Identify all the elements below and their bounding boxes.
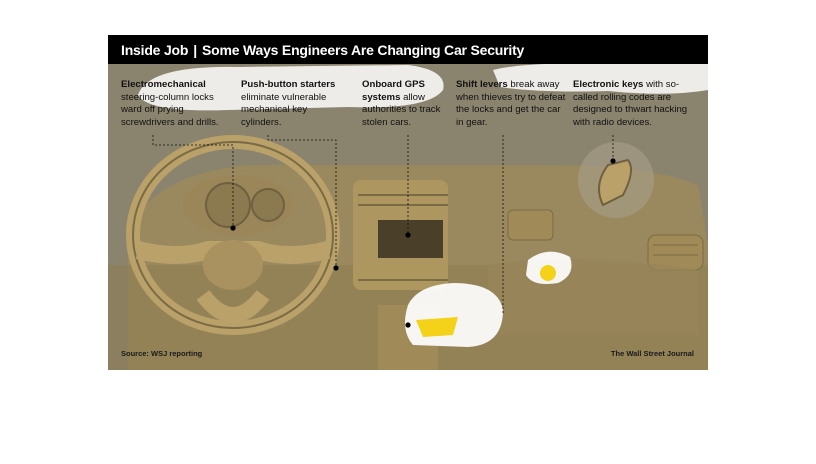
- credit-note: The Wall Street Journal: [610, 349, 694, 358]
- callout-gps: Onboard GPS systems allow authorities to…: [362, 79, 447, 129]
- dashboard-illustration: [108, 62, 708, 370]
- key-fob-icon: [578, 142, 654, 218]
- title-prefix: Inside Job: [121, 41, 189, 58]
- callout-bold: Electromechanical: [121, 79, 206, 90]
- callout-text: with so-called rolling codes are designe…: [573, 79, 688, 128]
- callout-bold: Push-button starters: [241, 79, 336, 90]
- callout-push-button: Push-button starters eliminate vulnerabl…: [241, 79, 346, 129]
- gps-screen-icon: [378, 220, 443, 258]
- callout-text: eliminate vulnerable mechanical key cyli…: [241, 91, 327, 128]
- source-note: Source: WSJ reporting: [121, 349, 203, 358]
- callout-text: break away when thieves try to defeat th…: [456, 79, 566, 128]
- callout-text: steering-column locks ward off prying sc…: [121, 91, 219, 128]
- callout-steering-lock: Electromechanical steering-column locks …: [121, 79, 233, 129]
- callout-bold: Onboard GPS systems: [362, 79, 425, 103]
- highlight-shift: [416, 317, 458, 337]
- callout-text: allow authorities to track stolen cars.: [362, 91, 441, 128]
- callout-bold: Electronic keys: [573, 79, 644, 90]
- title-separator: |: [193, 41, 197, 58]
- infographic: Inside Job | Some Ways Engineers Are Cha…: [108, 35, 708, 370]
- callout-shift-levers: Shift levers break away when thieves try…: [456, 79, 566, 129]
- callout-electronic-keys: Electronic keys with so-called rolling c…: [573, 79, 699, 129]
- title-main: Some Ways Engineers Are Changing Car Sec…: [201, 41, 525, 58]
- callout-bold: Shift levers: [456, 79, 508, 90]
- title-bar: Inside Job | Some Ways Engineers Are Cha…: [108, 35, 708, 64]
